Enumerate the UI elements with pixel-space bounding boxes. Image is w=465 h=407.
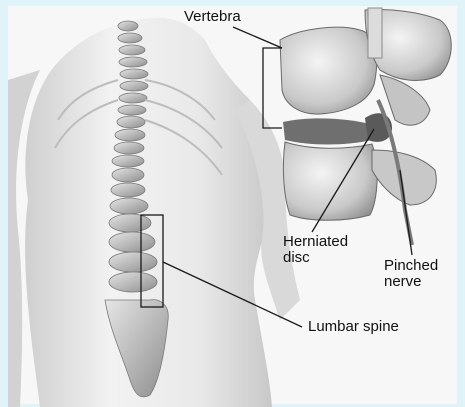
label-lumbar-spine: Lumbar spine [308,319,399,335]
label-pinched-line2: nerve [384,274,438,290]
label-herniated-line2: disc [283,250,348,266]
label-herniated-line1: Herniated [283,234,348,250]
label-pinched-nerve: Pinched nerve [384,258,438,290]
disc [283,118,372,144]
label-vertebra: Vertebra [184,9,241,25]
label-herniated-disc: Herniated disc [283,234,348,266]
label-pinched-line1: Pinched [384,258,438,274]
